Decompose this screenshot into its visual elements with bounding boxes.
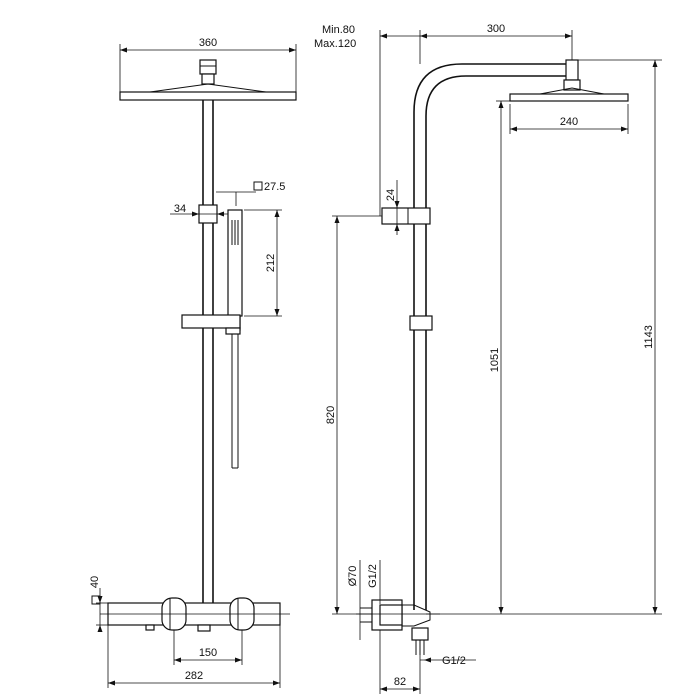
front-shower-head [119,59,297,101]
label-arm-projection-min: Min.80 [322,24,355,36]
label-slider-offset: 34 [174,203,186,215]
label-outlet-thread: G1/2 [442,655,466,667]
side-view: 300 Min.80 Max.120 240 24 [314,23,662,694]
dim-wall-offset: 82 [379,630,421,694]
label-handshower-length: 212 [265,254,277,272]
label-bracket-elevation: 820 [325,406,337,424]
front-mixer [100,597,290,632]
front-slider-holder [181,314,241,335]
dim-mixer-square: 40 [89,576,108,632]
label-arm-length: 300 [487,23,505,35]
dim-head-elevation: 1051 [426,100,510,615]
label-front-head-width: 360 [199,37,217,49]
dim-mixer-width: 282 [107,625,281,688]
dim-front-head-width: 360 [119,37,297,92]
label-eccentric-thread: G1/2 [367,564,379,588]
dim-outlet-thread: G1/2 [420,655,476,667]
dim-slider-offset: 34 [170,203,232,217]
dim-bracket-elevation: 820 [325,215,382,615]
dim-arm-projection: Min.80 Max.120 [314,24,387,216]
dim-handshower-square: 27.5 [216,181,285,206]
side-slider [409,315,433,331]
side-mixer [356,599,440,655]
label-side-head-width: 240 [560,116,578,128]
side-wall-bracket [381,207,431,225]
label-total-height: 1143 [643,325,655,349]
label-bracket-height: 24 [385,189,397,201]
label-head-elevation: 1051 [489,348,501,372]
label-eccentric-diameter: Ø70 [347,566,359,587]
front-riser-pipe [202,100,214,603]
label-mixer-square: 40 [89,576,101,588]
side-riser-pipe [413,63,572,610]
dim-handshower-length: 212 [244,209,282,317]
dim-bracket-height: 24 [385,180,400,235]
label-mixer-width: 282 [185,670,203,682]
dim-inlet-spacing: 150 [173,630,243,665]
dim-eccentric: Ø70 G1/2 [347,560,381,640]
label-handshower-square: 27.5 [264,181,285,193]
label-arm-projection-max: Max.120 [314,38,356,50]
dim-side-head-width: 240 [509,104,629,134]
front-hand-shower [227,209,243,469]
front-view: 360 34 27.5 [89,37,297,688]
label-inlet-spacing: 150 [199,647,217,659]
dim-arm-length: 300 [380,23,573,64]
label-wall-offset: 82 [394,676,406,688]
side-shower-head [509,59,629,102]
dim-total-height: 1143 [506,59,662,615]
